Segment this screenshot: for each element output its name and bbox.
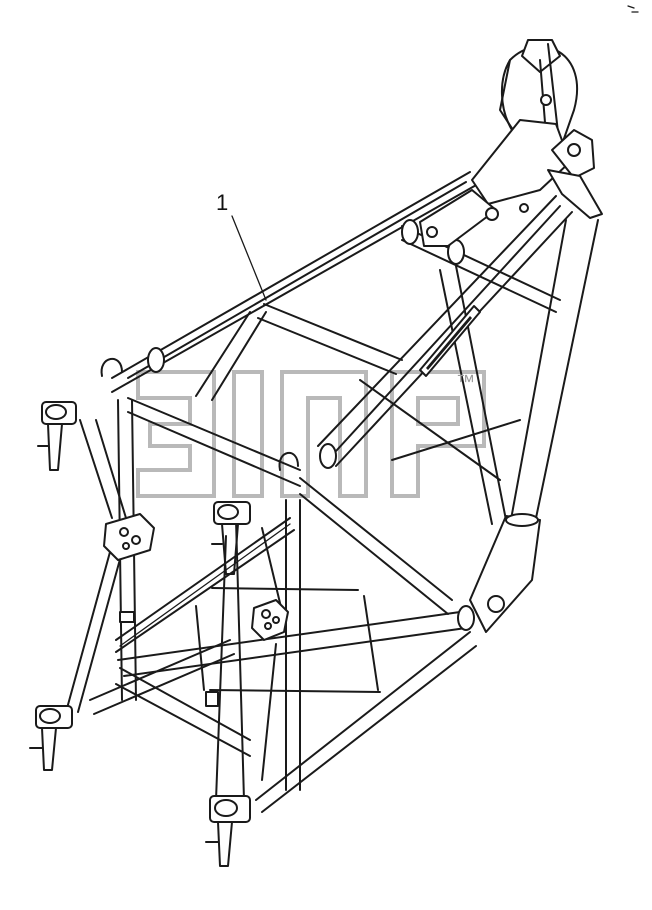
lower-frame bbox=[89, 587, 477, 813]
frame-stamp bbox=[205, 691, 219, 707]
trademark-symbol: ™ bbox=[456, 372, 475, 393]
top-rails bbox=[111, 171, 479, 393]
watermark-logo bbox=[136, 370, 486, 498]
left-verticals bbox=[65, 399, 287, 801]
step-rail bbox=[115, 517, 295, 653]
boom-label-plate bbox=[419, 305, 481, 377]
right-leg bbox=[469, 219, 599, 633]
clamp-block-left bbox=[103, 513, 155, 561]
corner-foot-bottom-left bbox=[29, 705, 73, 771]
corner-foot-middle bbox=[211, 501, 251, 575]
right-leg-pin bbox=[487, 595, 505, 613]
corner-foot-bottom-right bbox=[205, 795, 251, 867]
lifting-shackles bbox=[100, 357, 299, 471]
boom-head-sheave bbox=[419, 39, 603, 247]
callout-leader-line bbox=[231, 215, 267, 301]
clamp-block-right bbox=[251, 599, 289, 641]
sheave-pin bbox=[540, 94, 552, 106]
callout-label-1: 1 bbox=[216, 190, 229, 215]
corner-marks bbox=[627, 5, 639, 13]
cross-tubes bbox=[127, 225, 561, 791]
corner-foot-top-left bbox=[37, 401, 77, 471]
tube-collars bbox=[147, 219, 539, 631]
